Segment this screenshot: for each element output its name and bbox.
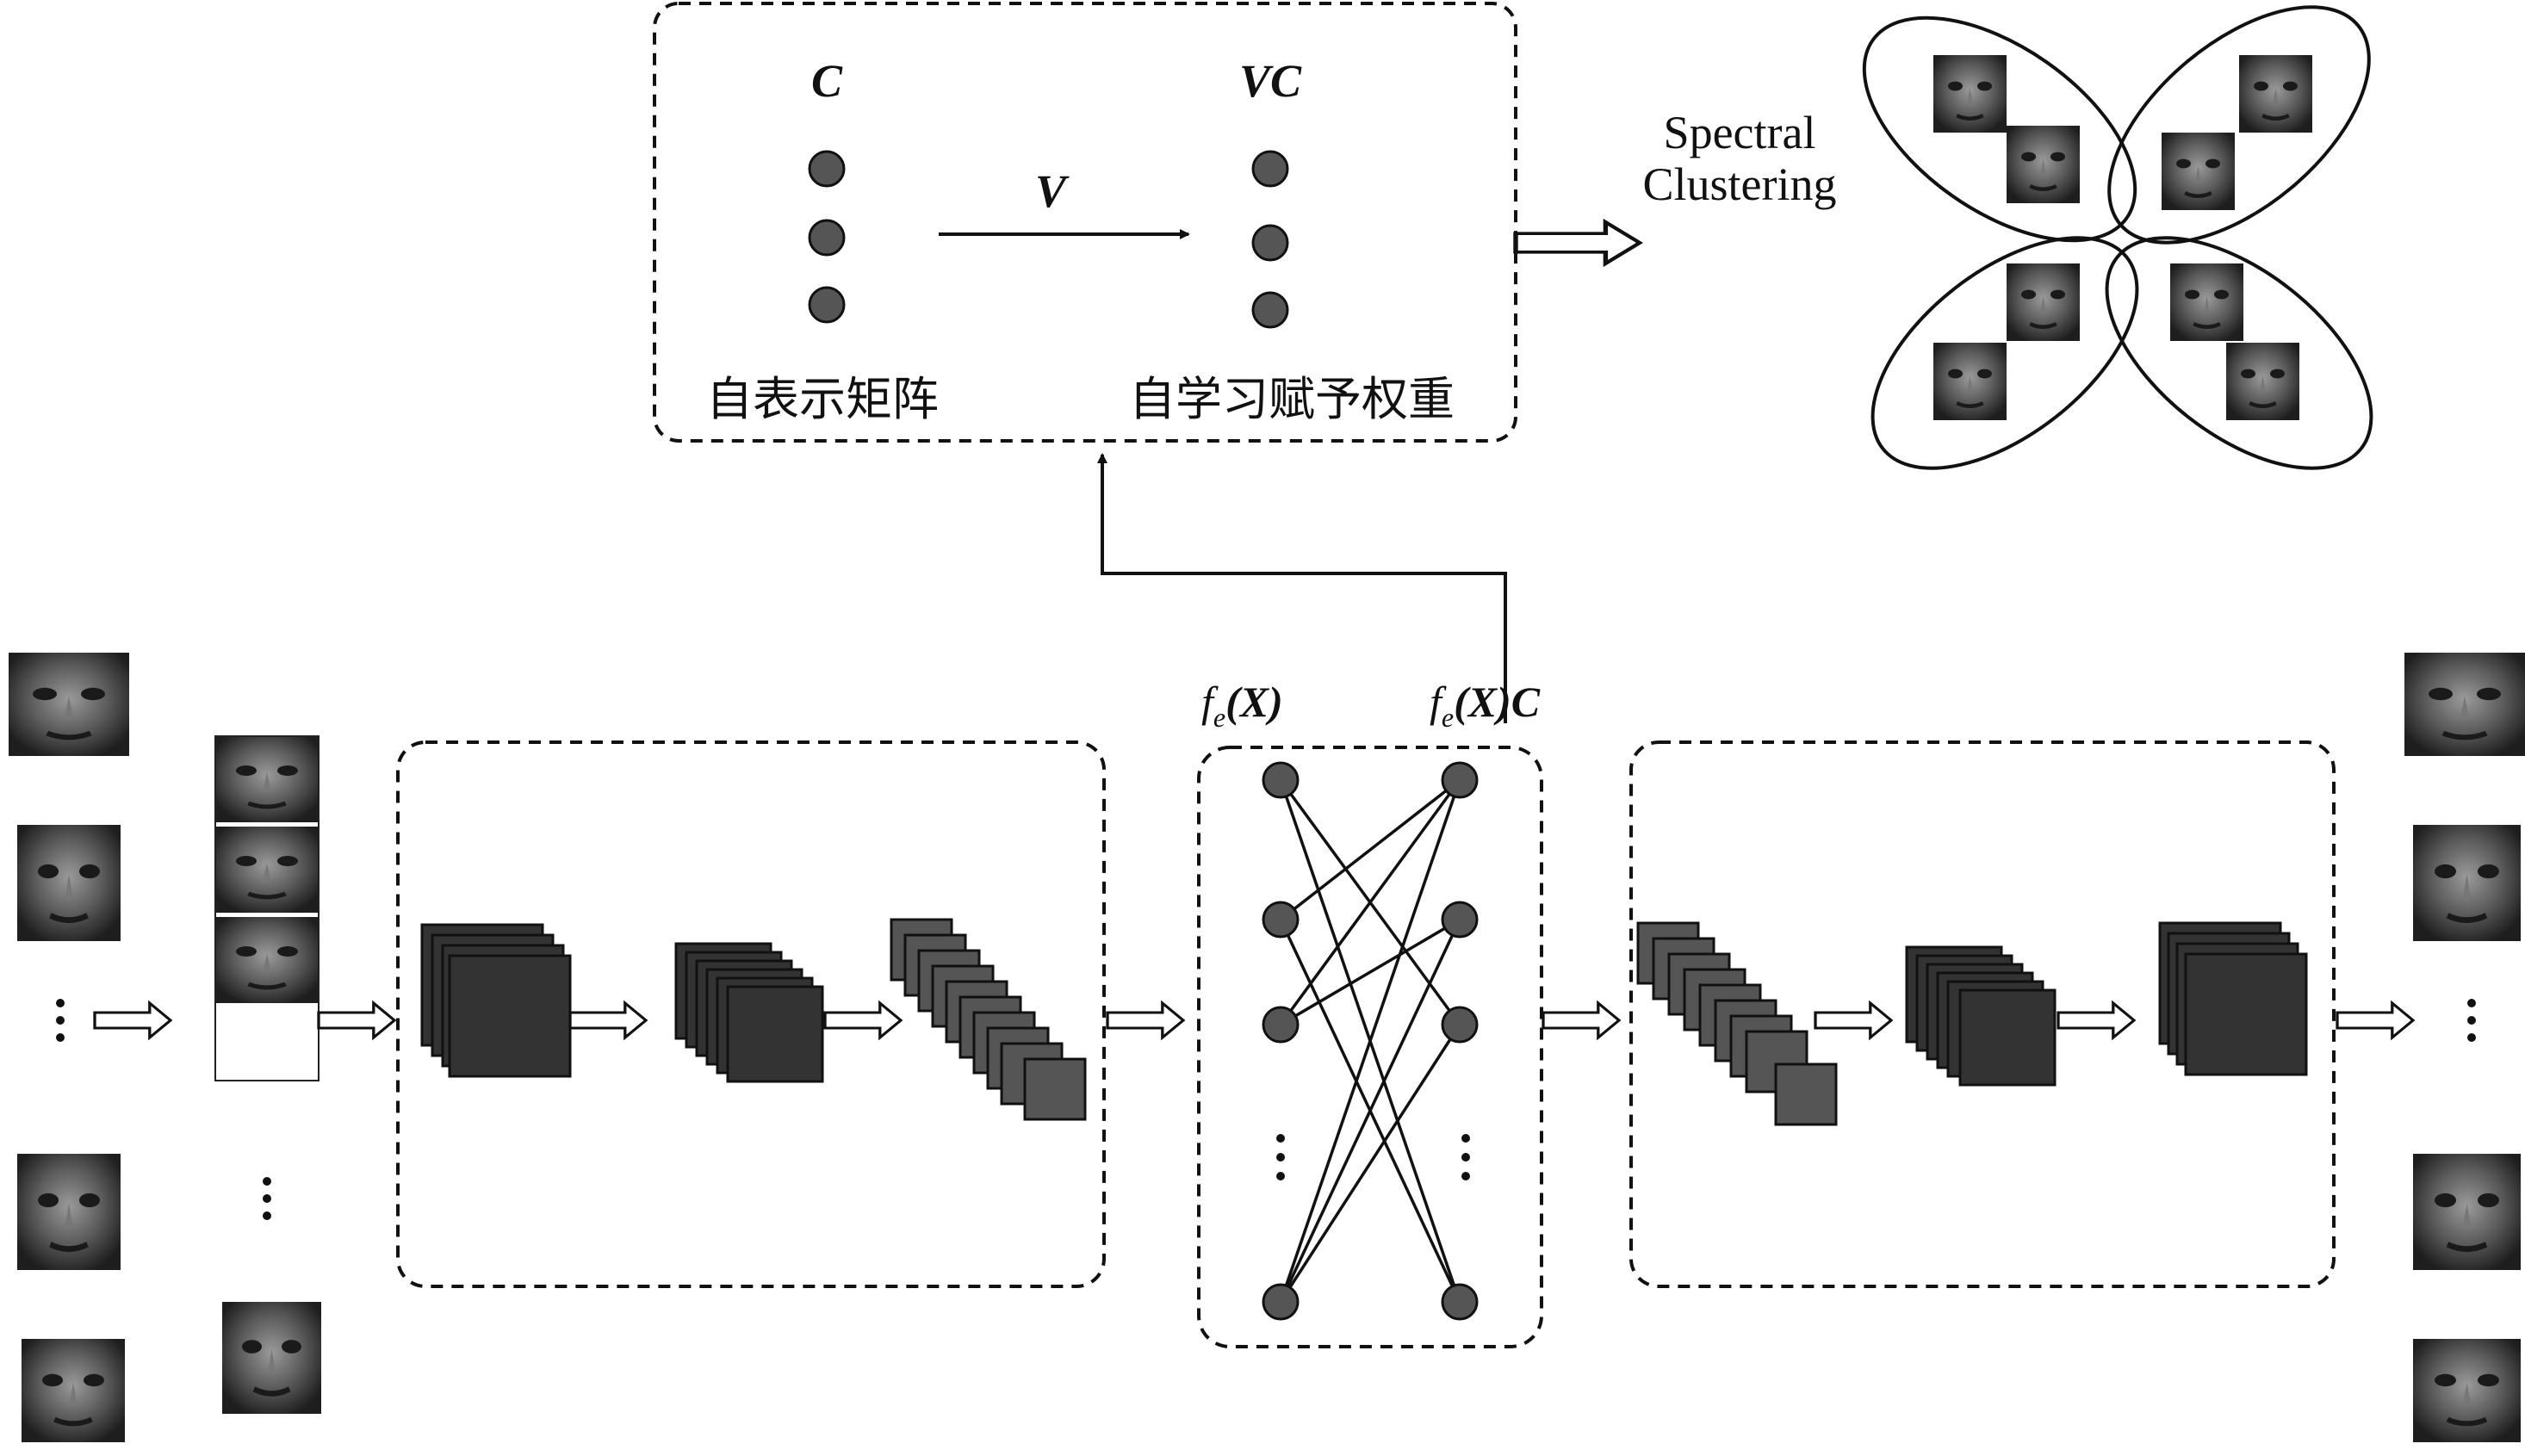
feedback-arrow bbox=[1097, 453, 1507, 723]
encoder-arrow-1 bbox=[568, 1001, 648, 1039]
v-weight-label: V bbox=[1035, 165, 1070, 217]
c-matrix-nodes bbox=[808, 150, 846, 324]
decoder-output-arrow bbox=[2336, 1001, 2415, 1039]
vc-matrix-label: VC bbox=[1239, 55, 1302, 107]
vertical-ellipsis-icon bbox=[2467, 999, 2476, 1042]
self-expression-layer: fe(X) fe(X)C bbox=[1197, 678, 1543, 1348]
self-repr-matrix-text: 自表示矩阵 bbox=[706, 372, 939, 426]
decoder-block-2 bbox=[1905, 945, 2057, 1087]
spectral-label-line2: Clustering bbox=[1643, 158, 1837, 210]
fe-x-label: fe(X) bbox=[1201, 678, 1283, 733]
decoder-box bbox=[1629, 740, 2336, 1288]
clusters bbox=[1862, 5, 2373, 470]
vertical-ellipsis-icon bbox=[1276, 1134, 1285, 1180]
self-learned-weight-text: 自学习赋予权重 bbox=[1129, 372, 1455, 426]
vertical-ellipsis-icon bbox=[263, 1177, 271, 1220]
stack-to-encoder-arrow bbox=[317, 1001, 396, 1039]
self-representation-box: C VC V 自表示矩阵 自学习赋予权重 bbox=[653, 2, 1517, 443]
vc-matrix-nodes bbox=[1251, 150, 1289, 329]
spectral-label-line1: Spectral bbox=[1664, 107, 1816, 158]
spectral-arrow bbox=[1516, 222, 1640, 263]
c-matrix-label: C bbox=[811, 55, 843, 107]
decoder-arrow-1 bbox=[1814, 1001, 1893, 1039]
output-faces-column bbox=[2404, 653, 2525, 1442]
output-nodes bbox=[1441, 761, 1479, 1321]
input-nodes bbox=[1262, 761, 1300, 1321]
input-faces-column bbox=[9, 653, 129, 1442]
vertical-ellipsis-icon bbox=[1461, 1134, 1470, 1180]
cluster-top-right bbox=[2107, 5, 2371, 245]
vertical-ellipsis-icon bbox=[56, 999, 65, 1042]
cluster-bottom-right bbox=[2105, 236, 2373, 470]
encoder-to-selfexp-arrow bbox=[1106, 1001, 1185, 1039]
decoder-arrow-2 bbox=[2057, 1001, 2136, 1039]
encoder-block-3 bbox=[890, 918, 1087, 1121]
cluster-top-left bbox=[1862, 15, 2137, 243]
fe-xc-label: fe(X)C bbox=[1430, 678, 1541, 733]
encoder-box bbox=[396, 740, 1106, 1288]
decoder-block-1 bbox=[1636, 921, 1838, 1126]
input-arrow bbox=[93, 1001, 172, 1039]
stacked-face-input bbox=[215, 736, 321, 1414]
encoder-arrow-2 bbox=[823, 1001, 903, 1039]
decoder-block-3 bbox=[2158, 921, 2308, 1076]
cluster-bottom-left bbox=[1870, 236, 2139, 470]
encoder-block-2 bbox=[674, 942, 824, 1083]
connection-lines bbox=[1279, 778, 1461, 1303]
encoder-block-1 bbox=[420, 923, 572, 1078]
selfexp-to-decoder-arrow bbox=[1542, 1001, 1621, 1039]
